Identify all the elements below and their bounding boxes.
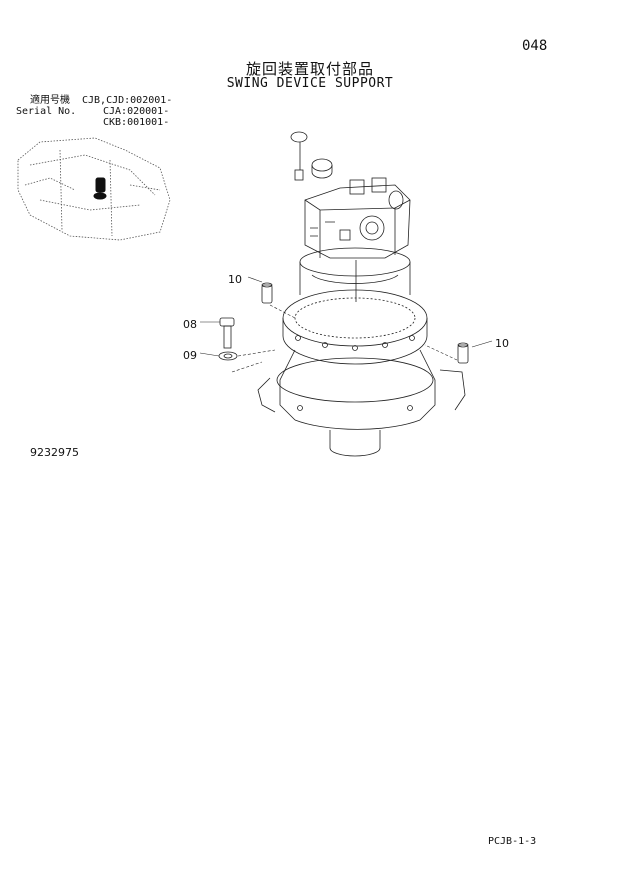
title-japanese: 旋回装置取付部品: [245, 60, 374, 78]
callout-10-left: 10: [228, 273, 242, 286]
pin-10-right: [457, 344, 469, 364]
footer-page-code: PCJB-1-3: [488, 836, 537, 847]
title-english: SWING DEVICE SUPPORT: [226, 76, 394, 91]
serial-value-3: CKB:001001-: [103, 117, 170, 128]
callout-10-right: 10: [495, 337, 509, 350]
washer-09: [218, 351, 238, 361]
swing-device-drawing: [199, 131, 493, 457]
bolt-08-shank: [223, 325, 232, 349]
callout-09: 09: [183, 349, 197, 362]
callout-08: 08: [183, 318, 197, 331]
thumbnail-highlight-part: [93, 177, 107, 200]
machine-location-thumbnail: [17, 137, 171, 241]
bolt-08-head: [219, 317, 235, 327]
serial-value-2: CJA:020001-: [103, 106, 170, 117]
drawing-reference-number: 9232975: [30, 446, 79, 459]
serial-value-1: CJB,CJD:002001-: [82, 95, 173, 106]
pin-10-left: [261, 284, 273, 304]
page-number: 048: [522, 38, 548, 54]
serial-label-en: Serial No.: [16, 106, 77, 117]
serial-label-jp: 適用号機: [30, 95, 70, 106]
